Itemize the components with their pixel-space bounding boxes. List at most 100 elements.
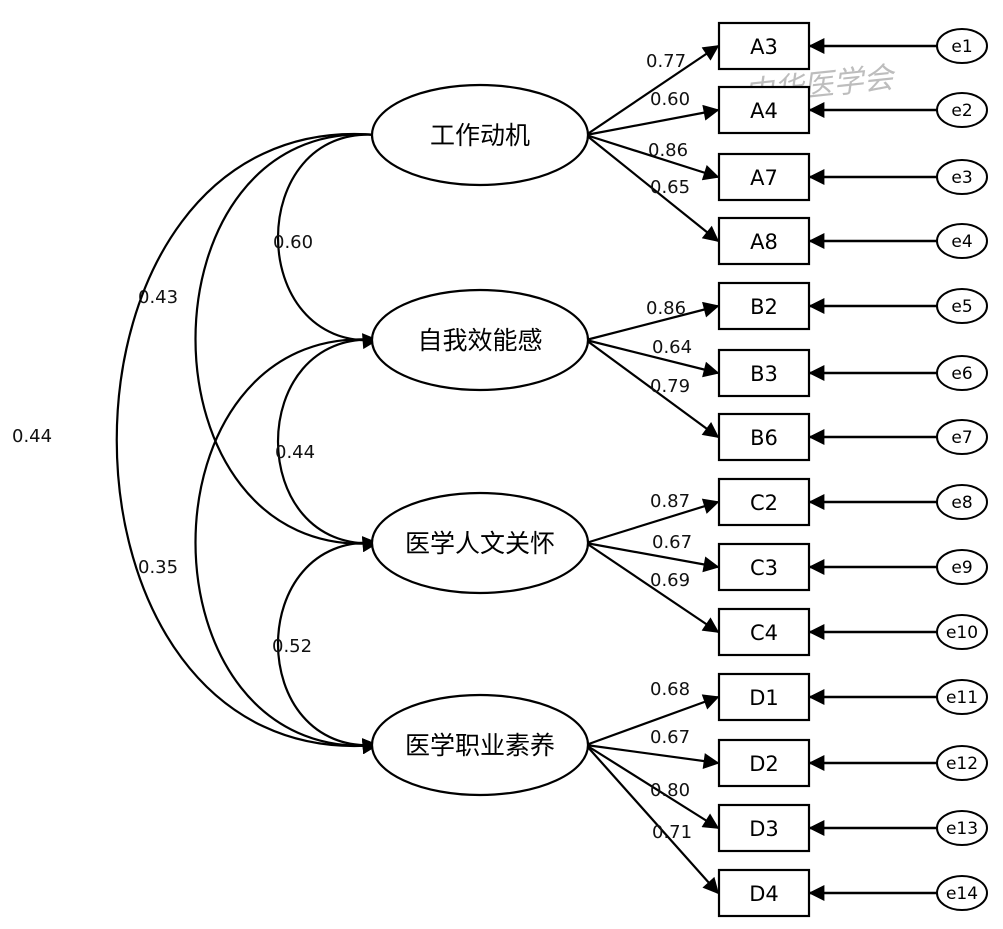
indicator-label: C4: [750, 621, 778, 645]
error-term-ellipse: [936, 288, 988, 324]
latent-factor-ellipse: [370, 693, 590, 797]
error-term-label: e7: [951, 428, 972, 448]
error-term-ellipse: [936, 549, 988, 585]
indicator-box: [717, 152, 811, 202]
error-term-label: e5: [951, 297, 972, 317]
loading-label: 0.65: [650, 177, 690, 198]
loading-paths-layer: 0.77 0.60 0.86 0.65 0.86 0.64 0.79 0.87 0.67 0.69…: [585, 38, 937, 901]
indicator-box: [717, 542, 811, 592]
loading-label: 0.86: [648, 140, 688, 161]
error-term-ellipse: [936, 92, 988, 128]
indicator-box: [717, 281, 811, 331]
indicator-label: D4: [749, 882, 779, 906]
loading-label: 0.71: [652, 822, 692, 843]
indicator-label: D1: [749, 686, 779, 710]
indicator-label: B3: [750, 362, 778, 386]
indicator-box: [717, 803, 811, 853]
loading-label: 0.86: [646, 298, 686, 319]
loading-label: 0.79: [650, 376, 690, 397]
error-term-label: e6: [951, 364, 972, 384]
correlation-label: 0.44: [12, 426, 52, 447]
loading-path-arrow: [585, 542, 720, 633]
loading-path-arrow: [585, 694, 720, 747]
loading-path-arrow: [585, 743, 720, 769]
error-term-label: e8: [951, 493, 972, 513]
indicator-box: [717, 477, 811, 527]
indicator-box: [717, 348, 811, 398]
loading-label: 0.67: [652, 532, 692, 553]
indicator-label: A7: [750, 166, 778, 190]
correlation-arrow: [277, 333, 392, 553]
latent-factor-label: 医学人文关怀: [405, 529, 555, 558]
correlation-label: 0.44: [275, 442, 315, 463]
error-term-ellipse: [936, 679, 988, 715]
indicator-box: [717, 738, 811, 788]
loading-label: 0.77: [646, 51, 686, 72]
indicator-label: D2: [749, 752, 779, 776]
error-term-label: e11: [946, 688, 978, 708]
correlation-arrow: [277, 536, 392, 755]
error-term-ellipse: [936, 810, 988, 846]
indicator-box: [717, 672, 811, 722]
indicator-box: [717, 85, 811, 135]
loading-path-arrow: [585, 133, 720, 181]
error-term-ellipse: [936, 484, 988, 520]
correlation-arrow: [194, 128, 393, 553]
latent-factor-ellipse: [370, 491, 590, 595]
loading-path-arrow: [585, 744, 720, 895]
loading-label: 0.67: [650, 727, 690, 748]
loading-path-arrow: [585, 498, 720, 545]
correlation-label: 0.43: [138, 287, 178, 308]
error-term-ellipse: [936, 419, 988, 455]
correlation-layer: 0.600.440.520.430.350.44: [12, 128, 393, 755]
indicator-box: [717, 21, 811, 71]
error-term-label: e12: [946, 754, 978, 774]
loading-path-arrow: [585, 338, 720, 378]
loading-label: 0.87: [650, 491, 690, 512]
error-term-ellipse: [936, 745, 988, 781]
latent-factor-label: 工作动机: [430, 121, 530, 150]
loading-label: 0.68: [650, 679, 690, 700]
error-term-label: e13: [946, 819, 978, 839]
error-term-label: e4: [951, 232, 972, 252]
latent-factor-label: 自我效能感: [417, 326, 542, 355]
loading-path-arrow: [585, 339, 720, 438]
error-term-label: e10: [946, 623, 978, 643]
loading-label: 0.64: [652, 337, 692, 358]
correlation-arrow: [277, 128, 392, 350]
latent-factor-ellipse: [370, 288, 590, 392]
loading-path-arrow: [585, 45, 720, 136]
loading-path-arrow: [585, 301, 720, 342]
indicator-label: A8: [750, 230, 778, 254]
correlation-label: 0.35: [138, 557, 178, 578]
correlation-label: 0.52: [272, 636, 312, 657]
error-term-ellipse: [936, 159, 988, 195]
loading-path-arrow: [585, 104, 720, 137]
error-term-ellipse: [936, 614, 988, 650]
loading-label: 0.60: [650, 89, 690, 110]
error-term-ellipse: [936, 28, 988, 64]
indicator-label: A3: [750, 35, 778, 59]
loading-path-arrow: [585, 134, 720, 243]
indicator-label: B6: [750, 426, 778, 450]
correlation-arrow: [115, 128, 393, 755]
loading-path-arrow: [585, 541, 720, 573]
error-term-ellipse: [936, 223, 988, 259]
loading-path-arrow: [585, 744, 720, 829]
error-term-label: e9: [951, 558, 972, 578]
error-term-ellipse: [936, 355, 988, 391]
loading-label: 0.69: [650, 570, 690, 591]
error-term-label: e3: [951, 168, 972, 188]
latent-factor-ellipse: [370, 83, 590, 187]
error-term-label: e2: [951, 101, 972, 121]
indicator-label: C3: [750, 556, 778, 580]
error-term-ellipse: [936, 875, 988, 911]
indicator-box: [717, 412, 811, 462]
correlation-arrow: [194, 333, 393, 755]
indicator-label: B2: [750, 295, 778, 319]
error-term-label: e14: [946, 884, 978, 904]
indicator-label: D3: [749, 817, 779, 841]
indicator-label: C2: [750, 491, 778, 515]
